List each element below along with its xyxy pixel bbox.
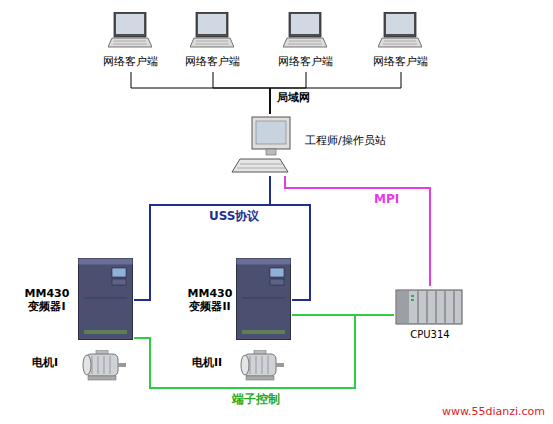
keyboard-keys — [237, 168, 285, 169]
node-label: 网络客户端 — [274, 55, 336, 68]
node-label: 网络客户端 — [181, 55, 243, 68]
plc-rail — [396, 290, 462, 324]
connector-label: USS协议 — [207, 209, 262, 223]
network-client: 网络客户端 — [99, 10, 163, 72]
monitor-case — [252, 117, 290, 149]
connector-line — [213, 72, 270, 114]
plc-led — [411, 299, 414, 301]
watermark: www.55dianzi.com — [440, 405, 547, 418]
motor: 电机I — [30, 348, 126, 386]
laptop-icon — [378, 12, 422, 47]
drive-icon — [79, 259, 133, 340]
motor: 电机II — [190, 348, 286, 386]
node-label: 网络客户端 — [99, 55, 161, 68]
laptop-icon — [108, 12, 152, 47]
plc-module-edge — [436, 291, 437, 323]
node-label: CPU314 — [394, 329, 466, 341]
plc-power — [397, 291, 409, 323]
plc-module-edge — [418, 291, 419, 323]
engineer-station: 工程师/操作员站 — [228, 114, 418, 176]
plc-module-edge — [454, 291, 455, 323]
drive-icon — [237, 259, 291, 340]
connector-line — [270, 176, 310, 300]
network-client: 网络客户端 — [369, 10, 433, 72]
plc-cpu: CPU314 — [394, 286, 468, 344]
plc-led — [411, 295, 414, 297]
motor-icon — [83, 350, 126, 380]
workstation-icon — [232, 117, 290, 172]
node-label: MM430 变频器I — [19, 287, 75, 313]
network-client: 网络客户端 — [181, 10, 245, 72]
node-label: 电机II — [192, 356, 238, 369]
network-label: 局域网 — [275, 91, 312, 104]
connector-line — [285, 176, 430, 286]
motor-icon — [241, 350, 284, 380]
connector-line — [134, 315, 394, 388]
plc-module-edge — [445, 291, 446, 323]
connector-label: 端子控制 — [230, 392, 282, 406]
inverter-drive: MM430 变频器I — [15, 255, 134, 345]
network-client: 网络客户端 — [274, 10, 338, 72]
node-label: 电机I — [32, 356, 78, 369]
connector-label: MPI — [372, 192, 401, 206]
plc-rack — [396, 290, 462, 324]
inverter-drive: MM430 变频器II — [180, 255, 292, 345]
connector-line — [134, 176, 270, 300]
keyboard — [232, 159, 288, 172]
monitor-screen — [256, 121, 286, 144]
keyboard-keys — [240, 164, 282, 165]
plc-module-edge — [427, 291, 428, 323]
connector-line — [131, 72, 270, 114]
laptop-icon — [283, 12, 327, 47]
node-label: 工程师/操作员站 — [305, 134, 415, 147]
monitor-stand — [266, 149, 276, 155]
laptop-icon — [190, 12, 234, 47]
connector-line — [270, 72, 401, 114]
node-label: 网络客户端 — [369, 55, 431, 68]
node-label: MM430 变频器II — [182, 287, 238, 313]
